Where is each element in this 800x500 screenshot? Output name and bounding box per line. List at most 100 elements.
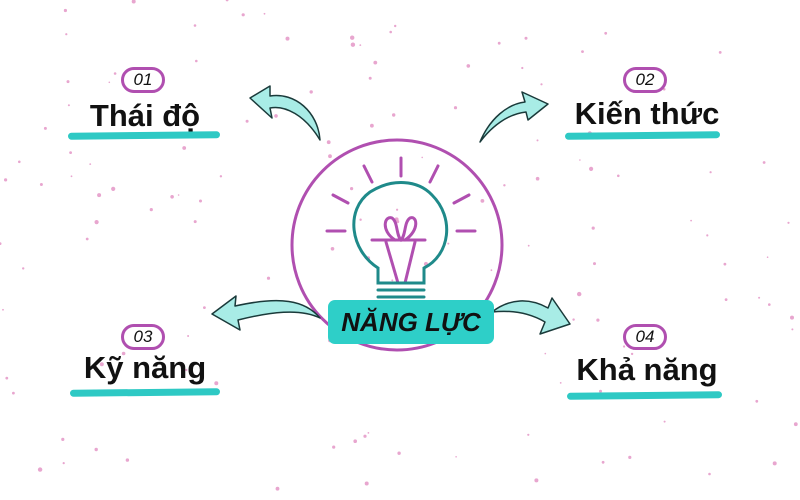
speckle-dot — [762, 161, 766, 164]
speckle-dot — [69, 151, 72, 155]
speckle-dot — [99, 362, 104, 367]
speckle-dot — [359, 218, 362, 221]
speckle-dot — [524, 36, 528, 40]
speckle-dot — [266, 276, 271, 280]
speckle-dot — [219, 175, 223, 178]
speckle-dot — [18, 160, 21, 164]
speckle-dot — [97, 193, 102, 198]
speckle-dot — [108, 81, 111, 84]
speckle-dot — [577, 291, 582, 297]
speckle-dot — [125, 458, 130, 462]
speckle-dot — [70, 175, 73, 178]
speckle-dot — [480, 199, 485, 203]
item-04-number-badge: 04 — [623, 324, 667, 350]
center-label: NĂNG LỰC — [328, 300, 494, 344]
speckle-dot — [241, 13, 245, 17]
speckle-dot — [447, 242, 450, 245]
speckle-dot — [663, 420, 666, 423]
speckle-dot — [263, 12, 266, 15]
speckle-dot — [527, 433, 530, 436]
speckle-dot — [66, 80, 70, 84]
speckle-dot — [4, 178, 8, 182]
speckle-dot — [706, 234, 709, 237]
speckle-dot — [245, 119, 249, 123]
speckle-dot — [367, 432, 370, 434]
speckle-dot — [540, 83, 543, 86]
center-circle — [290, 138, 504, 352]
speckle-dot — [5, 376, 9, 380]
speckle-dot — [766, 256, 769, 259]
item-02-title: Kiến thức — [574, 96, 720, 131]
speckle-dot — [187, 335, 190, 337]
lightbulb-icon — [325, 156, 477, 299]
speckle-dot — [536, 139, 539, 142]
arrow-to-item-01-icon — [249, 85, 321, 141]
speckle-dot — [708, 472, 711, 476]
item-03-title: Kỹ năng — [83, 350, 207, 385]
speckle-dot — [466, 64, 471, 68]
speckle-dot — [89, 163, 92, 166]
item-04-title: Khả năng — [576, 352, 718, 387]
speckle-dot — [225, 0, 229, 2]
speckle-dot — [188, 370, 191, 373]
speckle-dot — [581, 50, 584, 53]
arrow-to-item-02-icon — [479, 91, 549, 143]
speckle-dot — [455, 456, 457, 458]
speckle-dot — [22, 267, 25, 270]
decorative-dots — [0, 0, 798, 491]
item-02-number-badge: 02 — [623, 67, 667, 93]
speckle-dot — [309, 90, 313, 94]
speckle-dot — [39, 183, 43, 186]
speckle-dot — [62, 462, 65, 465]
speckle-dot — [330, 247, 335, 251]
speckle-dot — [328, 154, 332, 159]
speckle-dot — [185, 368, 188, 372]
speckle-dot — [353, 439, 358, 444]
speckle-dot — [604, 31, 608, 35]
speckle-dot — [85, 237, 89, 241]
speckle-dot — [285, 36, 290, 41]
speckle-dot — [559, 382, 562, 384]
speckle-dot — [521, 66, 524, 70]
speckle-dot — [94, 220, 99, 225]
item-03-number-badge: 03 — [121, 324, 165, 350]
speckle-dot — [61, 437, 65, 441]
speckle-dot — [373, 60, 378, 65]
speckle-dot — [193, 24, 197, 27]
speckle-dot — [67, 104, 70, 107]
arrow-to-item-04-icon — [491, 297, 571, 335]
speckle-dot — [0, 242, 2, 245]
speckle-dot — [203, 306, 206, 309]
speckle-dot — [182, 146, 187, 150]
speckle-dot — [453, 106, 458, 110]
speckle-dot — [359, 44, 362, 46]
speckle-dot — [131, 0, 136, 4]
speckle-dot — [421, 156, 424, 159]
speckle-dot — [391, 279, 394, 282]
speckle-dot — [772, 461, 777, 466]
speckle-dot — [787, 221, 790, 224]
arrow-to-item-03-icon — [211, 295, 321, 331]
speckle-dot — [758, 296, 761, 299]
speckle-dot — [572, 318, 575, 321]
speckle-dot — [755, 399, 759, 403]
speckle-dot — [534, 478, 539, 483]
speckle-dot — [2, 308, 4, 311]
speckle-dot — [623, 345, 626, 348]
speckle-dot — [490, 269, 493, 272]
speckle-dot — [544, 352, 547, 355]
speckle-dot — [199, 199, 202, 203]
speckle-dot — [364, 481, 369, 486]
speckle-dot — [65, 33, 68, 36]
speckle-dot — [350, 42, 356, 47]
speckle-dot — [709, 171, 712, 174]
speckle-dot — [397, 451, 401, 455]
speckle-dot — [12, 391, 15, 395]
speckle-dot — [177, 194, 180, 196]
speckle-dot — [596, 318, 600, 322]
speckle-dot — [37, 467, 43, 472]
speckle-dot — [350, 187, 354, 191]
speckle-dot — [527, 244, 530, 247]
speckle-dot — [690, 219, 692, 222]
